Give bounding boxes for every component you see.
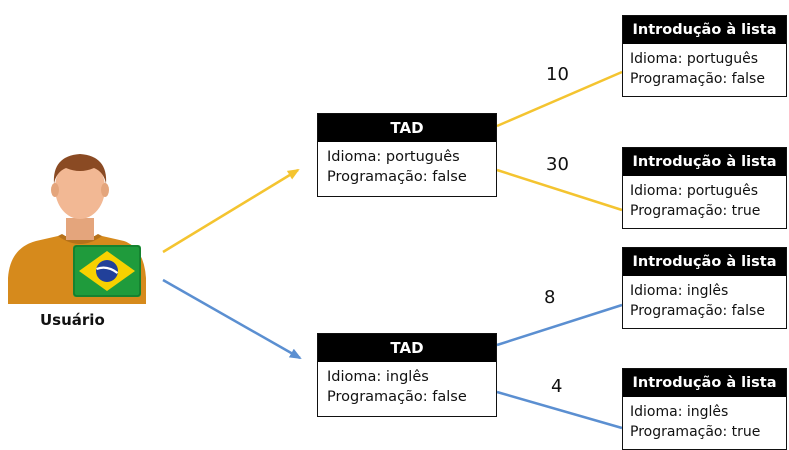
tad-node-title: TAD — [318, 334, 496, 362]
intro-node-idioma: Idioma: português — [630, 51, 759, 67]
edge-user-to-tad-portugues — [162, 168, 300, 254]
intro-node-programacao: Programação: true — [630, 424, 761, 440]
intro-node-body: Idioma: inglês Programação: true — [623, 397, 786, 442]
intro-node-idioma: Idioma: português — [630, 183, 759, 199]
brazil-flag-icon — [73, 245, 141, 297]
intro-node-2: Introdução à lista Idioma: português Pro… — [622, 147, 787, 229]
edge-tad-ingles-to-intro-3 — [496, 303, 623, 347]
tad-node-programacao: Programação: false — [327, 389, 467, 405]
intro-node-programacao: Programação: true — [630, 203, 761, 219]
user-label: Usuário — [40, 311, 105, 329]
edge-tad-portugues-to-intro-2 — [496, 168, 623, 212]
edge-weight-2: 30 — [546, 154, 569, 175]
tad-node-idioma: Idioma: português — [327, 149, 460, 165]
tad-node-idioma: Idioma: inglês — [327, 369, 429, 385]
intro-node-3: Introdução à lista Idioma: inglês Progra… — [622, 247, 787, 329]
edge-user-to-tad-ingles — [162, 278, 302, 360]
edge-weight-1: 10 — [546, 64, 569, 85]
intro-node-programacao: Programação: false — [630, 71, 765, 87]
intro-node-programacao: Programação: false — [630, 303, 765, 319]
edge-weight-4: 4 — [551, 376, 563, 397]
tad-node-ingles: TAD Idioma: inglês Programação: false — [317, 333, 497, 417]
tad-node-body: Idioma: português Programação: false — [318, 142, 496, 187]
edge-weight-3: 8 — [544, 287, 556, 308]
intro-node-4: Introdução à lista Idioma: inglês Progra… — [622, 368, 787, 450]
intro-node-idioma: Idioma: inglês — [630, 404, 729, 420]
intro-node-1: Introdução à lista Idioma: português Pro… — [622, 15, 787, 97]
tad-node-title: TAD — [318, 114, 496, 142]
edge-tad-ingles-to-intro-4 — [496, 390, 623, 430]
intro-node-body: Idioma: português Programação: false — [623, 44, 786, 89]
intro-node-title: Introdução à lista — [623, 148, 786, 176]
edge-tad-portugues-to-intro-1 — [496, 70, 623, 128]
intro-node-title: Introdução à lista — [623, 248, 786, 276]
intro-node-body: Idioma: português Programação: true — [623, 176, 786, 221]
tad-node-body: Idioma: inglês Programação: false — [318, 362, 496, 407]
tad-node-portugues: TAD Idioma: português Programação: false — [317, 113, 497, 197]
intro-node-idioma: Idioma: inglês — [630, 283, 729, 299]
intro-node-body: Idioma: inglês Programação: false — [623, 276, 786, 321]
intro-node-title: Introdução à lista — [623, 369, 786, 397]
tad-node-programacao: Programação: false — [327, 169, 467, 185]
intro-node-title: Introdução à lista — [623, 16, 786, 44]
